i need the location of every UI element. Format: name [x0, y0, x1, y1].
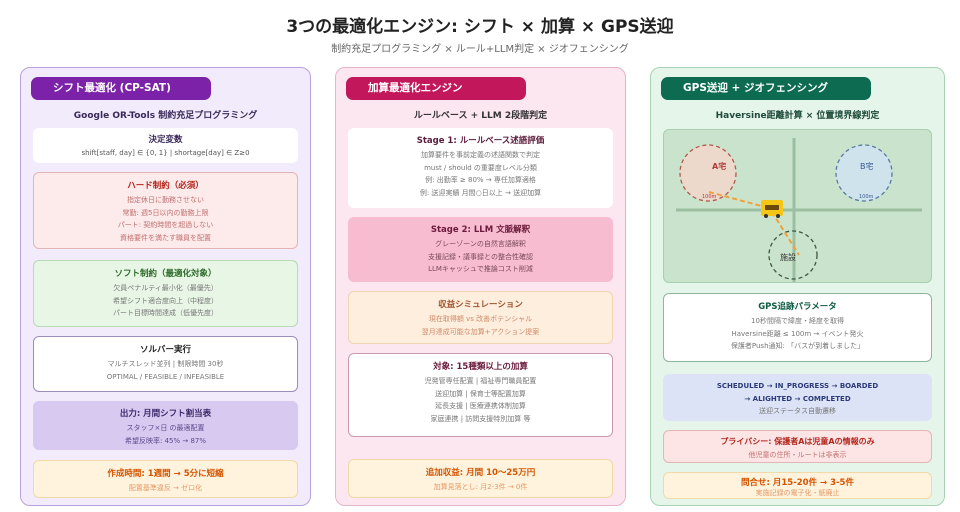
- decision-variables-box: 決定変数 shift[staff, day] ∈ {0, 1} | shorta…: [33, 128, 298, 163]
- box-line: 翌月達成可能な加算+アクション提案: [421, 327, 540, 336]
- box-title: 対象: 15種類以上の加算: [433, 362, 528, 372]
- radius-b-label: 100m: [859, 194, 874, 200]
- box-line: 児発管専任配置 | 福祉専門職員配置: [424, 377, 537, 385]
- box-line: OPTIMAL / FEASIBLE / INFEASIBLE: [106, 372, 225, 381]
- box-line: 現在取得額 vs 改善ポテンシャル: [428, 315, 533, 323]
- box-line: 加算見落とし: 月2-3件 → 0件: [433, 483, 528, 491]
- home-a-label: A宅: [712, 162, 727, 171]
- box-title: 決定変数: [148, 135, 183, 145]
- box-line: shift[staff, day] ∈ {0, 1} | shortage[da…: [81, 149, 250, 157]
- revenue-simulation-box: 収益シミュレーション 現在取得額 vs 改善ポテンシャル 翌月達成可能な加算+ア…: [348, 291, 613, 344]
- status-flow: → ALIGHTED → COMPLETED: [744, 394, 851, 403]
- shift-header: シフト最適化 (CP-SAT): [31, 77, 211, 100]
- addition-column: 加算最適化エンジン ルールベース + LLM 2段階判定 Stage 1: ルー…: [335, 67, 626, 506]
- shift-subheader: Google OR-Tools 制約充足プログラミング: [73, 111, 258, 121]
- box-line: 加算要件を事前定義の述語関数で判定: [421, 151, 540, 159]
- box-line: 指定休日に勤務させない: [127, 196, 204, 204]
- box-line: 希望シフト適合度向上（中程度）: [113, 296, 218, 305]
- box-title: 問合せ: 月15-20件 → 3-5件: [741, 478, 854, 488]
- gps-subheader: Haversine距離計算 × 位置境界線判定: [715, 111, 880, 121]
- radius-a-label: 100m: [702, 194, 717, 200]
- geofence-map-svg: [676, 138, 922, 282]
- gps-header: GPS送迎 + ジオフェンシング: [661, 77, 871, 100]
- box-title: プライバシー: 保護者Aは児童Aの情報のみ: [720, 437, 875, 446]
- stage1-box: Stage 1: ルールベース述語評価 加算要件を事前定義の述語関数で判定 mu…: [348, 128, 613, 208]
- box-line: 10秒間隔で緯度・経度を取得: [751, 317, 844, 325]
- box-line: スタッフ×日 の最適配置: [126, 424, 205, 432]
- box-title: 追加収益: 月間 10〜25万円: [425, 468, 536, 478]
- solver-box: ソルバー実行 マルチスレッド並列 | 制限時間 30秒 OPTIMAL / FE…: [33, 336, 298, 392]
- box-title: 収益シミュレーション: [438, 300, 523, 310]
- shift-column: シフト最適化 (CP-SAT) Google OR-Tools 制約充足プログラ…: [20, 67, 311, 506]
- box-title: ソルバー実行: [139, 345, 191, 355]
- page-subtitle: 制約充足プログラミング × ルール+LLM判定 × ジオフェンシング: [331, 44, 629, 55]
- box-line: 欠員ペナルティ最小化（最優先）: [113, 284, 218, 292]
- box-line: LLMキャッシュで推論コスト削減: [428, 265, 533, 273]
- page-title: 3つの最適化エンジン: シフト × 加算 × GPS送迎: [286, 17, 674, 37]
- facility-label: 施設: [780, 253, 796, 262]
- gps-column: GPS送迎 + ジオフェンシング Haversine距離計算 × 位置境界線判定…: [650, 67, 945, 506]
- box-title: ソフト制約（最適化対象）: [114, 269, 217, 279]
- hard-constraints-box: ハード制約（必須） 指定休日に勤務させない 常勤: 週5日以内の勤務上限 パート…: [33, 172, 298, 249]
- box-line: Haversine距離 ≤ 100m → イベント発火: [731, 329, 864, 338]
- output-box: 出力: 月間シフト割当表 スタッフ×日 の最適配置 希望反映率: 45% → 8…: [33, 401, 298, 450]
- addition-subheader: ルールベース + LLM 2段階判定: [413, 111, 548, 121]
- box-line: 他児童の住所・ルートは非表示: [748, 451, 847, 459]
- target-additions-box: 対象: 15種類以上の加算 児発管専任配置 | 福祉専門職員配置 送迎加算 | …: [348, 353, 613, 437]
- box-line: 実施記録の電子化・紙廃止: [755, 489, 840, 497]
- box-line: マルチスレッド並列 | 制限時間 30秒: [107, 360, 224, 368]
- status-transition-box: SCHEDULED → IN_PROGRESS → BOARDED → ALIG…: [663, 374, 932, 421]
- home-b-label: B宅: [860, 162, 874, 171]
- box-line: グレーゾーンの自然言語解釈: [435, 240, 526, 248]
- addition-header: 加算最適化エンジン: [346, 77, 526, 100]
- box-line: 資格要件を満たす職員を配置: [120, 233, 211, 242]
- privacy-box: プライバシー: 保護者Aは児童Aの情報のみ 他児童の住所・ルートは非表示: [663, 430, 932, 463]
- stage2-box: Stage 2: LLM 文脈解釈 グレーゾーンの自然言語解釈 支援記録・議事録…: [348, 217, 613, 282]
- route-line: [708, 191, 770, 209]
- additional-revenue-box: 追加収益: 月間 10〜25万円 加算見落とし: 月2-3件 → 0件: [348, 459, 613, 498]
- box-line: 例: 出勤率 ≥ 80% → 専任加算適格: [425, 176, 536, 184]
- geofence-a: [679, 144, 737, 202]
- box-title: ハード制約（必須）: [127, 181, 204, 191]
- soft-constraints-box: ソフト制約（最適化対象） 欠員ペナルティ最小化（最優先） 希望シフト適合度向上（…: [33, 260, 298, 327]
- box-title: Stage 1: ルールベース述語評価: [416, 136, 545, 146]
- box-line: パート目標時間達成（低優先度）: [113, 309, 218, 317]
- box-line: 保護者Push通知: 「バスが到着しました」: [730, 342, 865, 350]
- box-line: 延長支援 | 医療連携体制加算: [435, 402, 526, 410]
- geofence-b: [835, 144, 893, 202]
- box-title: Stage 2: LLM 文脈解釈: [430, 225, 531, 235]
- bus-icon: [761, 200, 783, 218]
- inquiry-box: 問合せ: 月15-20件 → 3-5件 実施記録の電子化・紙廃止: [663, 472, 932, 499]
- box-title: 出力: 月間シフト割当表: [119, 409, 212, 419]
- box-line: 送迎加算 | 保育士等配置加算: [435, 389, 526, 398]
- box-line: 常勤: 週5日以内の勤務上限: [122, 208, 209, 217]
- route-line: [771, 211, 800, 256]
- box-line: 送迎ステータス自動遷移: [759, 407, 836, 415]
- box-line: must / should の重要度レベル分類: [424, 163, 537, 172]
- result-box: 作成時間: 1週間 → 5分に短縮 配置基準違反 → ゼロ化: [33, 460, 298, 498]
- status-flow: SCHEDULED → IN_PROGRESS → BOARDED: [716, 382, 879, 390]
- box-line: 支援記録・議事録との整合性確認: [428, 252, 533, 261]
- box-title: 作成時間: 1週間 → 5分に短縮: [107, 469, 224, 479]
- box-line: パート: 契約時間を超過しない: [117, 221, 214, 229]
- box-title: GPS追跡パラメータ: [758, 302, 837, 312]
- geofence-map: A宅 B宅 施設 100m 100m: [663, 129, 932, 283]
- geofence-facility: [768, 230, 818, 280]
- box-line: 希望反映率: 45% → 87%: [124, 436, 207, 445]
- box-line: 例: 送迎実績 月間○日以上 → 送迎加算: [419, 188, 542, 197]
- box-line: 家庭連携 | 訪問支援特別加算 等: [430, 414, 531, 423]
- box-line: 配置基準違反 → ゼロ化: [128, 484, 203, 492]
- gps-parameters-box: GPS追跡パラメータ 10秒間隔で緯度・経度を取得 Haversine距離 ≤ …: [663, 293, 932, 362]
